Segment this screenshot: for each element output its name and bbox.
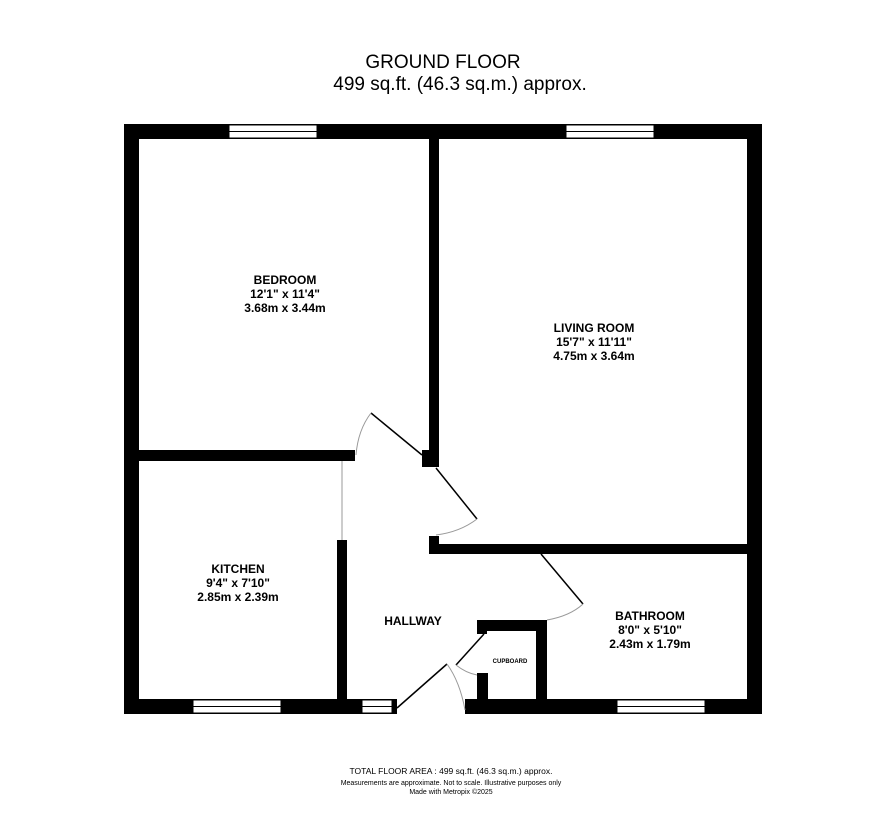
room-metric: 4.75m x 3.64m <box>553 349 635 363</box>
floor-area: 499 sq.ft. (46.3 sq.m.) approx. <box>333 74 587 95</box>
credit-text: Made with Metropix ©2025 <box>409 789 493 796</box>
room-name: KITCHEN <box>211 562 265 576</box>
room-label-bathroom: BATHROOM 8'0" x 5'10" 2.43m x 1.79m <box>550 609 750 651</box>
room-label-cupboard: CUPBOARD <box>480 655 540 669</box>
room-name: BEDROOM <box>253 273 317 287</box>
room-imperial: 12'1" x 11'4" <box>250 287 320 301</box>
room-imperial: 8'0" x 5'10" <box>618 623 682 637</box>
room-name: BATHROOM <box>615 609 685 623</box>
room-metric: 2.85m x 2.39m <box>197 590 279 604</box>
room-label-bedroom: BEDROOM 12'1" x 11'4" 3.68m x 3.44m <box>185 273 385 315</box>
room-name: CUPBOARD <box>492 659 528 665</box>
room-name: LIVING ROOM <box>553 321 635 335</box>
room-label-hallway: HALLWAY <box>363 614 463 628</box>
room-name: HALLWAY <box>384 614 442 628</box>
disclaimer: Measurements are approximate. Not to sca… <box>0 779 886 797</box>
room-metric: 3.68m x 3.44m <box>244 301 326 315</box>
disclaimer-text: Measurements are approximate. Not to sca… <box>340 780 562 787</box>
room-metric: 2.43m x 1.79m <box>609 637 691 651</box>
doors <box>355 412 584 711</box>
windows <box>192 124 706 714</box>
total-floor-area: TOTAL FLOOR AREA : 499 sq.ft. (46.3 sq.m… <box>349 766 553 776</box>
room-imperial: 15'7" x 11'11" <box>556 335 632 349</box>
room-label-kitchen: KITCHEN 9'4" x 7'10" 2.85m x 2.39m <box>138 562 338 604</box>
room-label-living-room: LIVING ROOM 15'7" x 11'11" 4.75m x 3.64m <box>494 321 694 363</box>
room-imperial: 9'4" x 7'10" <box>206 576 270 590</box>
floor-title: GROUND FLOOR <box>365 52 521 73</box>
